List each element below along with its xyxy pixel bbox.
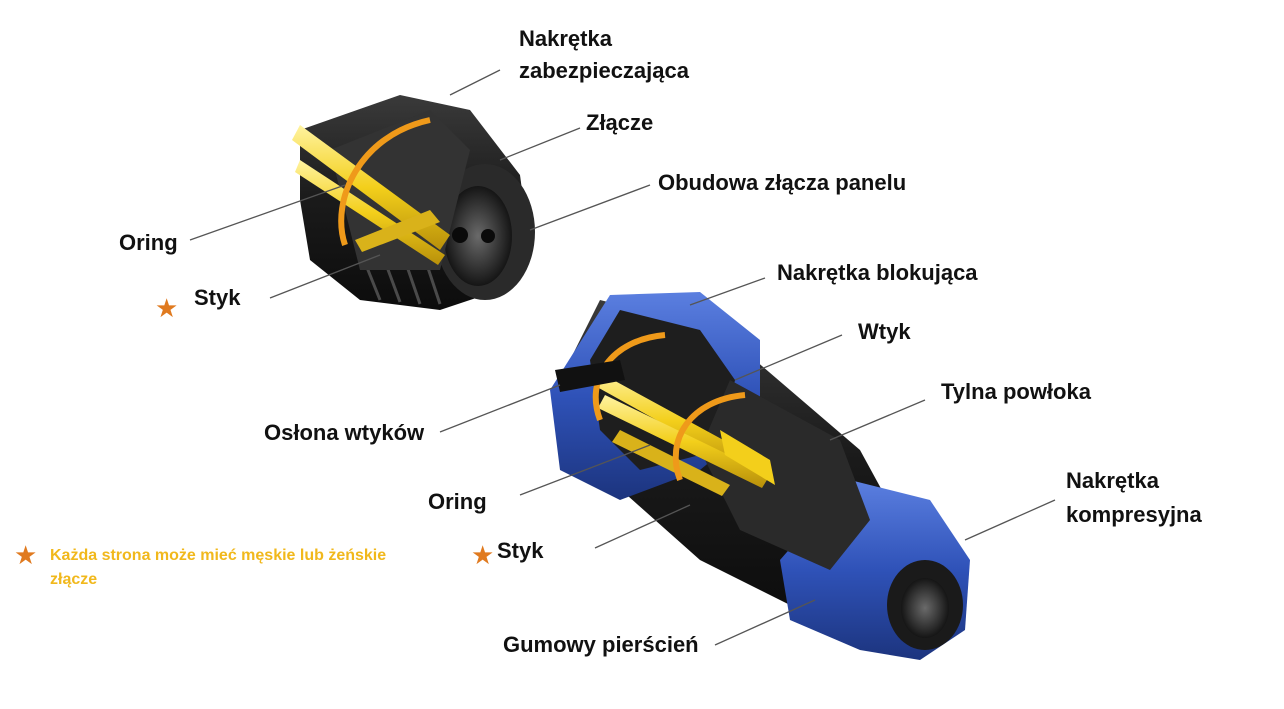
label-nakretka-zabezpieczajaca-line2: zabezpieczająca: [519, 58, 689, 83]
label-nakretka-zabezpieczajaca-line1: Nakrętka: [519, 26, 612, 51]
label-zlacze: Złącze: [586, 110, 654, 135]
star-icon: ★: [14, 541, 38, 571]
label-oslona-wtykow: Osłona wtyków: [264, 420, 425, 445]
footnote: Każda strona może mieć męskie lub żeński…: [50, 547, 387, 588]
label-nakretka-kompresyjna-line2: kompresyjna: [1066, 502, 1202, 527]
label-styk-bottom: Styk: [497, 538, 544, 563]
cable-plug-illustration: [550, 292, 970, 660]
star-icon: ★: [471, 541, 495, 571]
label-gumowy-pierscien: Gumowy pierścień: [503, 632, 699, 657]
leader-lines: [189, 69, 1056, 646]
label-oring-bottom: Oring: [428, 489, 487, 514]
label-obudowa-zlacza-panelu: Obudowa złącza panelu: [658, 170, 907, 195]
label-wtyk: Wtyk: [858, 319, 911, 344]
label-styk-top: Styk: [194, 285, 241, 310]
label-nakretka-blokujaca: Nakrętka blokująca: [777, 260, 978, 285]
panel-socket-illustration: [292, 95, 535, 310]
label-oring-top: Oring: [119, 230, 178, 255]
label-tylna-powloka: Tylna powłoka: [941, 379, 1091, 404]
label-nakretka-kompresyjna-line1: Nakrętka: [1066, 468, 1159, 493]
star-icon: ★: [155, 294, 179, 324]
